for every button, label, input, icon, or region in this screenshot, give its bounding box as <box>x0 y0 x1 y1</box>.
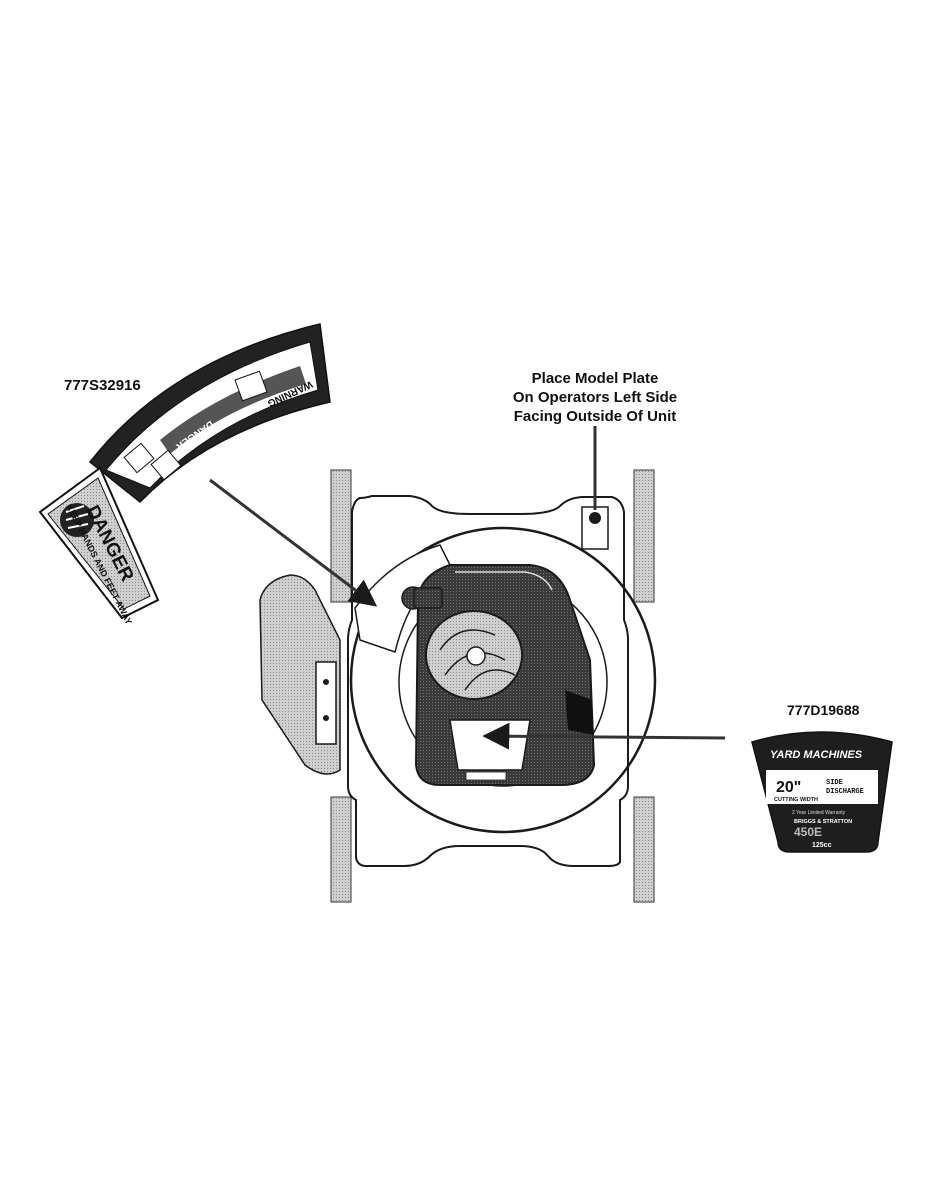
model-plate-warranty: 2 Year Limited Warranty <box>792 810 846 816</box>
model-plate-decal: YARD MACHINES 20" SIDE DISCHARGE CUTTING… <box>751 731 893 853</box>
danger-pictogram-box <box>123 442 155 474</box>
model-plate-engine-cc: 125cc <box>812 842 832 849</box>
danger-decal: DANGER WARNING DANGER KEEP HANDS AND FEE… <box>38 323 331 626</box>
placement-note-line-3: Facing Outside Of Unit <box>513 408 677 425</box>
engine <box>401 564 596 786</box>
hand-hazard-icon-fingers <box>65 505 89 529</box>
model-plate-cutting-width: 20" <box>776 779 801 796</box>
danger-decal-part-number: 777S32916 <box>64 377 141 394</box>
chute-bracket <box>315 661 337 745</box>
engine-front-panel <box>449 719 531 771</box>
placement-note-line-2: On Operators Left Side <box>512 389 678 406</box>
starter-handle-grip <box>413 587 443 609</box>
wheel-front-left <box>330 796 352 903</box>
wheels <box>330 469 655 903</box>
chute-bolt-top <box>323 679 329 685</box>
leader-engine-plate <box>482 722 726 750</box>
model-plate-location-dot <box>589 512 601 524</box>
model-plate-cutting-width-label: CUTTING WIDTH <box>774 797 818 803</box>
engine-nameplate <box>465 771 507 781</box>
starter-swirl-1 <box>439 629 496 651</box>
placement-note-line-1: Place Model Plate <box>531 370 659 387</box>
wheel-front-right <box>633 796 655 903</box>
warning-pictogram-box <box>234 370 268 402</box>
model-plate-discharge-1: SIDE <box>826 779 843 787</box>
blade-housing <box>349 526 657 834</box>
model-plate-brand: YARD MACHINES <box>770 749 863 761</box>
danger-pictogram-box-2 <box>150 449 182 481</box>
engine-top-rim <box>455 571 553 591</box>
model-plate-part-number: 777D19688 <box>787 702 860 718</box>
model-plate-placement-note: Place Model Plate On Operators Left Side… <box>500 369 690 426</box>
wheel-rear-left <box>330 469 352 603</box>
model-plate-discharge-2: DISCHARGE <box>826 788 864 796</box>
danger-decal-text-band <box>160 366 306 454</box>
starter-swirl-3 <box>464 669 516 691</box>
chute-bolt-bottom <box>323 715 329 721</box>
model-plate-engine-series: 450E <box>794 825 822 839</box>
leader-danger-decal <box>209 478 378 607</box>
model-plate-engine-brand: BRIGGS & STRATTON <box>794 819 852 825</box>
model-plate-mid-band <box>766 770 878 804</box>
wheel-rear-right <box>633 469 655 603</box>
engine-side-bracket <box>565 690 594 735</box>
starter-hub <box>466 646 486 666</box>
